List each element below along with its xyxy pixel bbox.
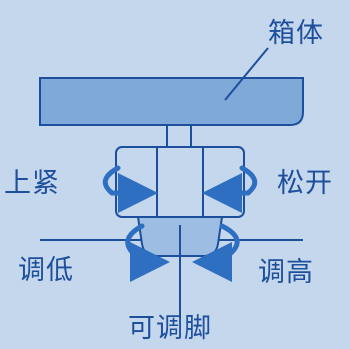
cabinet-body bbox=[39, 77, 304, 126]
foot-neck bbox=[166, 124, 192, 148]
arrow-raise-icon bbox=[192, 223, 240, 282]
loosen-label: 松开 bbox=[277, 168, 333, 199]
cabinet-leader-line bbox=[224, 47, 269, 101]
arrow-loosen-icon bbox=[202, 165, 258, 213]
adjustable-foot-label: 可调脚 bbox=[128, 313, 212, 344]
tighten-label: 上紧 bbox=[4, 168, 60, 199]
cabinet-label: 箱体 bbox=[268, 18, 324, 49]
lower-label: 调低 bbox=[18, 255, 74, 286]
lock-nut bbox=[115, 146, 245, 218]
raise-label: 调高 bbox=[258, 257, 314, 288]
arrow-tighten-icon bbox=[102, 165, 158, 213]
arrow-lower-icon bbox=[125, 223, 170, 282]
